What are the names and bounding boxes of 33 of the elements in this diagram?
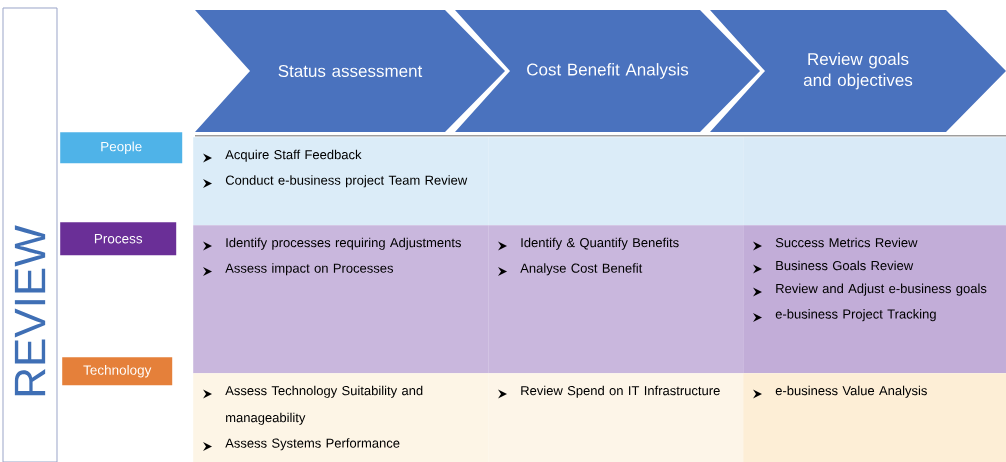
list-item: e-business Value Analysis [775,385,927,398]
list-item: Success Metrics Review [775,237,918,248]
table-cell [743,225,1006,374]
row-label: People [60,132,183,164]
node-label: Cost Benefit Analysis [527,63,689,79]
table-cell [488,137,744,226]
list-item: Identify & Quantify Benefits [521,237,679,250]
list-item: Acquire Staff Feedback [225,149,362,162]
table-cell [743,137,1006,226]
chevron-step: Cost Benefit Analysis [455,10,760,132]
table-cell [743,373,1006,462]
list-item: Review and Adjust e-business goals [776,283,987,296]
node-label: Status assessment [278,64,423,78]
list-item: Business Goals Review [776,260,914,271]
table-cell [488,225,744,374]
node-label: Review goals and objectives [803,52,913,90]
list-item: Analyse Cost Benefit [520,263,643,276]
table-cell [193,225,489,374]
row-label: Process [60,222,177,256]
chevron-step: Status assessment [195,10,505,132]
list-item: Conduct e-business project Team Review [225,175,468,188]
table-cell [488,373,744,462]
row-label: Technology [62,357,173,386]
list-item: Assess impact on Processes [225,263,394,276]
list-item: Assess Technology Suitability and manageability [225,385,423,425]
table-cell [193,373,489,462]
side-band: REVIEW [2,7,58,462]
list-item: Review Spend on IT Infrastructure [521,385,720,398]
table-cell [193,137,489,226]
list-item: Identify processes requiring Adjustments [226,237,461,250]
list-item: e-business Project Tracking [775,309,936,322]
list-item: Assess Systems Performance [225,438,400,451]
chevron-step: Review goals and objectives [710,10,1006,132]
